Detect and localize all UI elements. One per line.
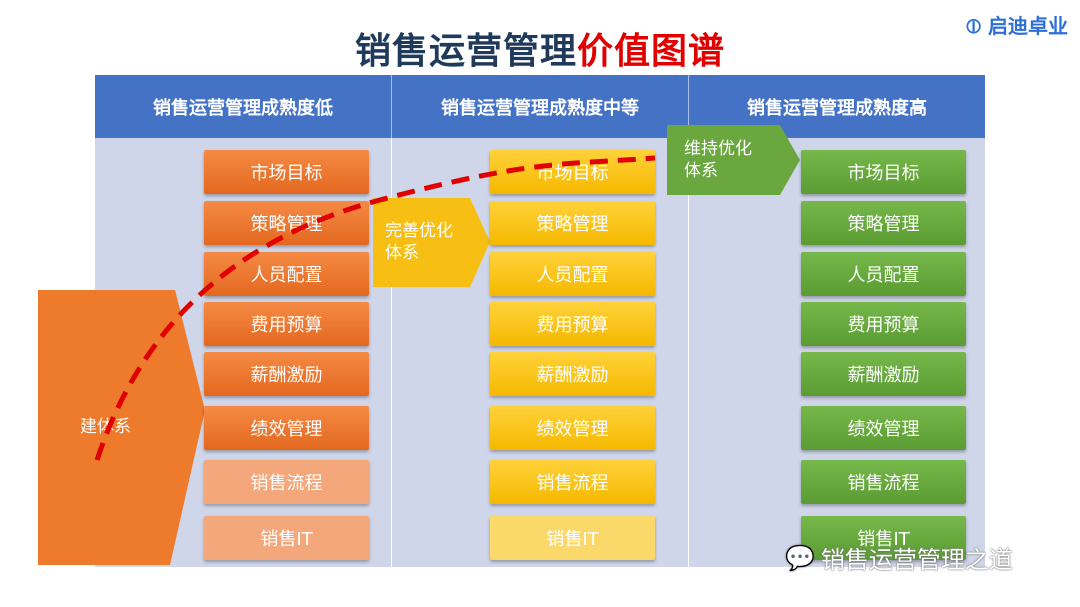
item-low: 销售流程 <box>204 460 369 504</box>
header-mid: 销售运营管理成熟度中等 <box>392 75 689 138</box>
maintain-label: 维持优化体系 <box>684 139 752 181</box>
maintain-arrow <box>667 125 800 195</box>
item-low: 销售IT <box>204 516 369 560</box>
page-title: 销售运营管理价值图谱 <box>354 31 726 72</box>
item-mid: 市场目标 <box>490 150 655 194</box>
item-high: 销售流程 <box>801 460 966 504</box>
item-mid: 销售IT <box>490 516 655 560</box>
watermark: 💬销售运营管理之道 <box>785 543 1013 575</box>
item-high: 人员配置 <box>801 252 966 296</box>
brand-logo: ⦶ 启迪卓业 <box>966 14 1068 38</box>
item-low: 市场目标 <box>204 150 369 194</box>
header-high: 销售运营管理成熟度高 <box>747 97 927 119</box>
item-high: 策略管理 <box>801 201 966 245</box>
item-mid: 销售流程 <box>490 460 655 504</box>
column-divider <box>688 138 689 567</box>
item-high: 市场目标 <box>801 150 966 194</box>
item-mid: 人员配置 <box>490 252 655 296</box>
build-label: 建体系 <box>80 417 131 437</box>
header-low: 销售运营管理成熟度低 <box>95 75 392 138</box>
item-mid: 薪酬激励 <box>490 352 655 396</box>
item-low: 人员配置 <box>204 252 369 296</box>
item-high: 薪酬激励 <box>801 352 966 396</box>
item-high: 销售IT <box>801 516 966 560</box>
item-low: 绩效管理 <box>204 406 369 450</box>
item-mid: 费用预算 <box>490 302 655 346</box>
improve-label: 完善优化体系 <box>385 221 453 263</box>
item-mid: 绩效管理 <box>490 406 655 450</box>
wechat-icon: 💬 <box>785 543 815 572</box>
item-high: 绩效管理 <box>801 406 966 450</box>
maturity-header: 销售运营管理成熟度低 销售运营管理成熟度中等 销售运营管理成熟度高 <box>95 75 985 138</box>
item-low: 费用预算 <box>204 302 369 346</box>
item-low: 策略管理 <box>204 201 369 245</box>
item-mid: 策略管理 <box>490 201 655 245</box>
item-low: 薪酬激励 <box>204 352 369 396</box>
item-high: 费用预算 <box>801 302 966 346</box>
